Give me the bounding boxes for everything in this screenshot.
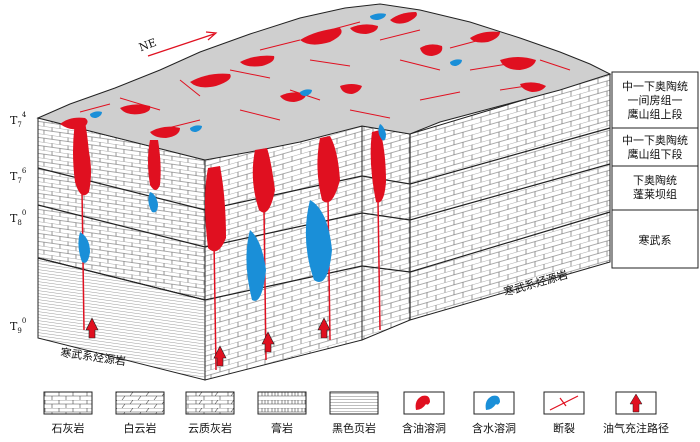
legend-dolomite: 白云岩 [116, 392, 164, 435]
horizon-t7-6: T76 [10, 167, 27, 185]
svg-text:黑色页岩: 黑色页岩 [332, 421, 376, 435]
strata-cambrian: 寒武系 [639, 233, 672, 247]
front-right-face [205, 126, 362, 380]
legend-migration: 油气充注路径 [603, 392, 669, 435]
svg-text:石灰岩: 石灰岩 [52, 421, 85, 435]
horizon-t8-0: T80 [10, 209, 26, 227]
strata-penglaiba-line1: 下奥陶统 [633, 173, 677, 187]
strata-yingshan-upper-line3: 鹰山组上段 [628, 107, 683, 121]
horizon-t9-0: T90 [10, 317, 26, 335]
strata-yingshan-upper-line2: 一间房组一 [628, 93, 683, 107]
direction-label: NE [137, 36, 158, 54]
svg-text:白云岩: 白云岩 [124, 421, 157, 435]
legend-gypsum: 膏岩 [258, 392, 306, 435]
strata-yingshan-lower-line2: 鹰山组下段 [628, 147, 683, 161]
horizon-labels: T74 T76 T80 T90 [10, 111, 27, 335]
horizon-t7-4: T74 [10, 111, 27, 129]
svg-text:断裂: 断裂 [553, 421, 575, 435]
svg-text:含水溶洞: 含水溶洞 [472, 421, 516, 435]
strata-penglaiba-line2: 蓬莱坝组 [633, 187, 677, 201]
legend-oil-cave: 含油溶洞 [402, 392, 446, 435]
strata-yingshan-lower-line1: 中一下奥陶统 [622, 133, 688, 147]
strata-yingshan-upper-line1: 中一下奥陶统 [622, 79, 688, 93]
legend-water-cave: 含水溶洞 [472, 392, 516, 435]
legend-limestone: 石灰岩 [44, 392, 92, 435]
legend-cloudy-limestone: 云质灰岩 [186, 392, 234, 435]
svg-text:膏岩: 膏岩 [271, 421, 293, 435]
svg-text:含油溶洞: 含油溶洞 [402, 421, 446, 435]
legend-black-shale: 黑色页岩 [330, 392, 378, 435]
svg-text:云质灰岩: 云质灰岩 [188, 421, 232, 435]
legend: 石灰岩 白云岩 云质灰岩 膏岩 黑色页岩 含油溶洞 含水溶洞 [44, 392, 669, 435]
svg-text:油气充注路径: 油气充注路径 [603, 421, 669, 435]
legend-fault: 断裂 [544, 392, 584, 435]
strata-column: 中一下奥陶统 一间房组一 鹰山组上段 中一下奥陶统 鹰山组下段 下奥陶统 蓬莱坝… [612, 72, 698, 268]
